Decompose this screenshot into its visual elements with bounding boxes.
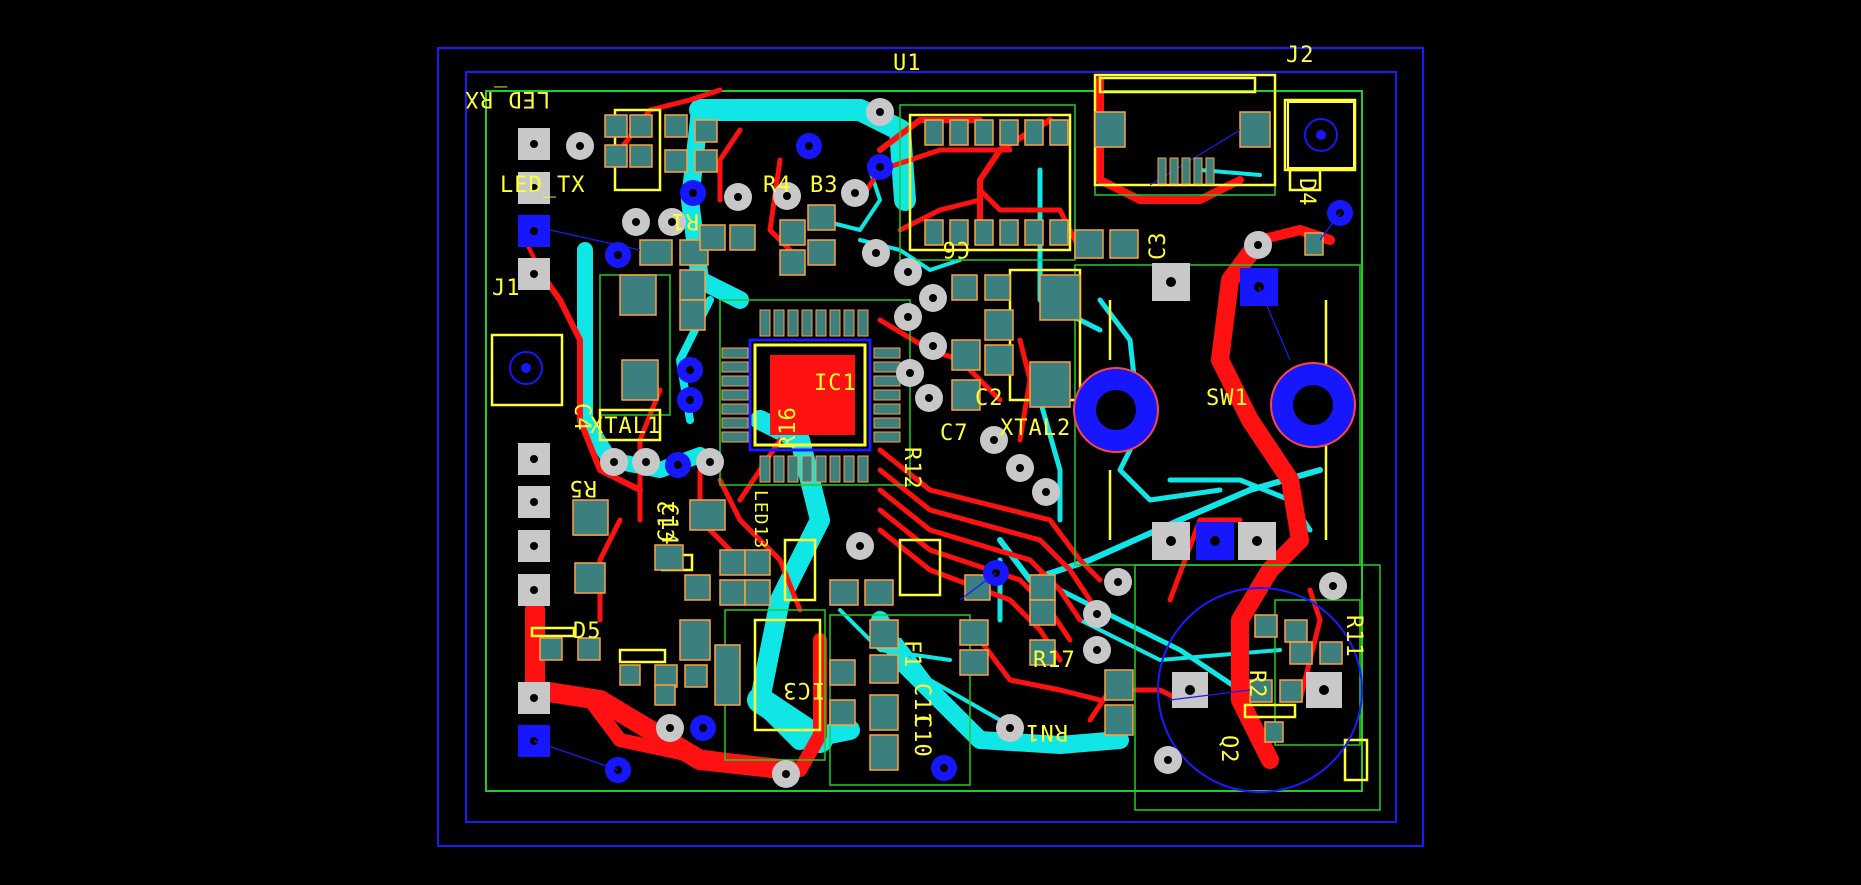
label-c10: C10 (909, 715, 934, 758)
label-u1: U1 (893, 51, 922, 76)
silkscreen-labels: U1 J2 J1 IC1 SW1 XTAL1 XTAL2 C7 C2 R17 R… (465, 43, 1366, 764)
label-sw1: SW1 (1206, 386, 1249, 411)
ic1-exposed-pad (770, 355, 855, 435)
label-r12: R12 (899, 447, 924, 490)
label-ic3: IC3 (782, 677, 825, 702)
label-led-tx: LED_TX (500, 173, 585, 198)
label-r16: R16 (776, 406, 801, 449)
label-c14: C14 (656, 503, 681, 546)
board-outline-inner (465, 71, 1397, 823)
label-r17: R17 (1033, 648, 1076, 673)
label-c7: C7 (940, 421, 969, 446)
smd-pads (539, 111, 1343, 771)
label-r5: R5 (569, 475, 598, 500)
label-r2: R2 (1244, 670, 1269, 699)
label-j2: J2 (1286, 43, 1315, 68)
label-d5: D5 (573, 619, 602, 644)
label-r4: R4 (763, 173, 792, 198)
ic1-pins (721, 309, 901, 483)
label-led-rx: LED_RX (465, 86, 550, 111)
label-c12: C12 (655, 499, 680, 542)
label-c4: C4 (569, 403, 594, 432)
via-icon (566, 98, 1347, 788)
via-holes (576, 108, 1337, 778)
label-d4: D4 (1294, 178, 1319, 207)
label-rn1: RN1 (1025, 719, 1068, 744)
label-b3: B3 (810, 173, 839, 198)
label-c6: C6 (942, 236, 971, 261)
keepout-outline (485, 90, 1363, 792)
label-led13: LED13 (750, 490, 771, 549)
label-f1: F1 (899, 640, 924, 669)
label-r11: R11 (1341, 615, 1366, 658)
label-xtal2: XTAL2 (1000, 416, 1071, 441)
label-j1: J1 (492, 276, 521, 301)
label-xtal1: XTAL1 (590, 414, 661, 439)
board-outline-outer (437, 47, 1424, 847)
through-hole-pads (518, 128, 1342, 757)
ic1-silk (753, 343, 867, 447)
label-ic1: IC1 (814, 371, 857, 396)
label-c3: C3 (1146, 232, 1171, 261)
ic1-outline (748, 338, 872, 452)
blue-via-holes (614, 142, 1344, 774)
label-c11: C11 (909, 683, 934, 726)
mounting-hole-icon (509, 101, 1363, 793)
label-c2: C2 (975, 386, 1004, 411)
label-q2: Q2 (1216, 735, 1241, 764)
label-r1: R1 (671, 208, 700, 233)
j2-pads (1157, 157, 1215, 185)
